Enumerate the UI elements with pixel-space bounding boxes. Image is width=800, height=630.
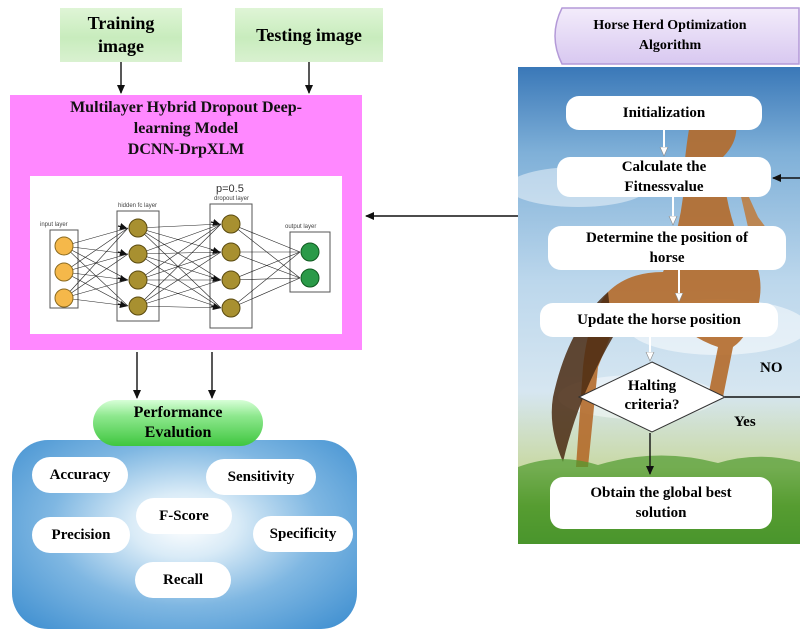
dropout-node [221, 242, 241, 262]
metric-fscore: F-Score [136, 498, 232, 534]
hidden-node [128, 270, 148, 290]
dropout-node [221, 214, 241, 234]
input-node [54, 236, 74, 256]
halting-criteria-label: Halting criteria? [600, 376, 704, 416]
input-nodes [54, 236, 74, 308]
dropout-layer-frame [209, 203, 253, 329]
metric-recall: Recall [135, 562, 231, 598]
metric-specificity: Specificity [253, 516, 353, 552]
no-label: NO [760, 360, 783, 376]
hho-title-line2: Algorithm [638, 38, 702, 53]
output-layer-frame [289, 231, 331, 293]
hidden-node [128, 296, 148, 316]
testing-image-box: Testing image [235, 8, 383, 62]
step-result-line2: solution [635, 505, 687, 521]
model-title-line3: DCNN-DrpXLM [127, 141, 245, 158]
training-image-box: Training image [60, 8, 182, 62]
hho-title: Horse Herd Optimization Algorithm [550, 16, 790, 56]
performance-title: Performance Evalution [93, 400, 263, 446]
hidden-node [128, 218, 148, 238]
hidden-nodes [128, 218, 148, 316]
step-result-line1: Obtain the global best [590, 485, 732, 501]
testing-image-label: Testing image [256, 24, 362, 45]
model-title-line1: Multilayer Hybrid Dropout Deep- [70, 99, 302, 116]
step-initialization: Initialization [566, 96, 762, 130]
halting-criteria-diamond [578, 361, 726, 433]
metric-sensitivity: Sensitivity [206, 459, 316, 495]
input-layer-label: input layer [40, 222, 68, 228]
model-title: Multilayer Hybrid Dropout Deep- learning… [10, 97, 362, 160]
metric-accuracy: Accuracy [32, 457, 128, 493]
output-nodes [300, 242, 320, 288]
step-determine-position: Determine the position of horse [548, 226, 786, 270]
step-determine-line2: horse [649, 250, 685, 266]
input-layer-frame [49, 229, 79, 309]
dropout-node [221, 270, 241, 290]
performance-title-line2: Evalution [144, 424, 212, 441]
performance-title-line1: Performance [133, 404, 223, 421]
dropout-layer-label: dropout layer [214, 196, 249, 202]
step-determine-line1: Determine the position of [585, 230, 749, 246]
halting-line1: Halting [627, 378, 677, 394]
training-image-label: Training image [87, 13, 155, 56]
hho-title-line1: Horse Herd Optimization [593, 18, 747, 33]
output-layer-label: output layer [285, 224, 316, 230]
hidden-node [128, 244, 148, 264]
input-node [54, 262, 74, 282]
step-global-best: Obtain the global best solution [550, 477, 772, 529]
dropout-nodes [221, 214, 241, 318]
step-fitness-line1: Calculate the [621, 159, 707, 175]
hidden-layer-label: hidden fc layer [118, 203, 157, 209]
step-calculate-fitness: Calculate the Fitnessvalue [557, 157, 771, 197]
step-fitness-line2: Fitnessvalue [624, 179, 704, 195]
hho-title-tab [554, 7, 800, 65]
dropout-node [221, 298, 241, 318]
yes-label: Yes [734, 414, 756, 430]
dropout-probability-label: p=0.5 [216, 183, 244, 195]
model-title-line2: learning Model [133, 120, 239, 137]
neural-network-diagram: input layer hidden fc layer dropout laye… [30, 176, 342, 334]
step-update-position: Update the horse position [540, 303, 778, 337]
halting-line2: criteria? [624, 397, 680, 413]
input-node [54, 288, 74, 308]
metric-precision: Precision [32, 517, 130, 553]
output-node [300, 242, 320, 262]
output-node [300, 268, 320, 288]
neural-network-svg: input layer hidden fc layer dropout laye… [40, 183, 331, 329]
